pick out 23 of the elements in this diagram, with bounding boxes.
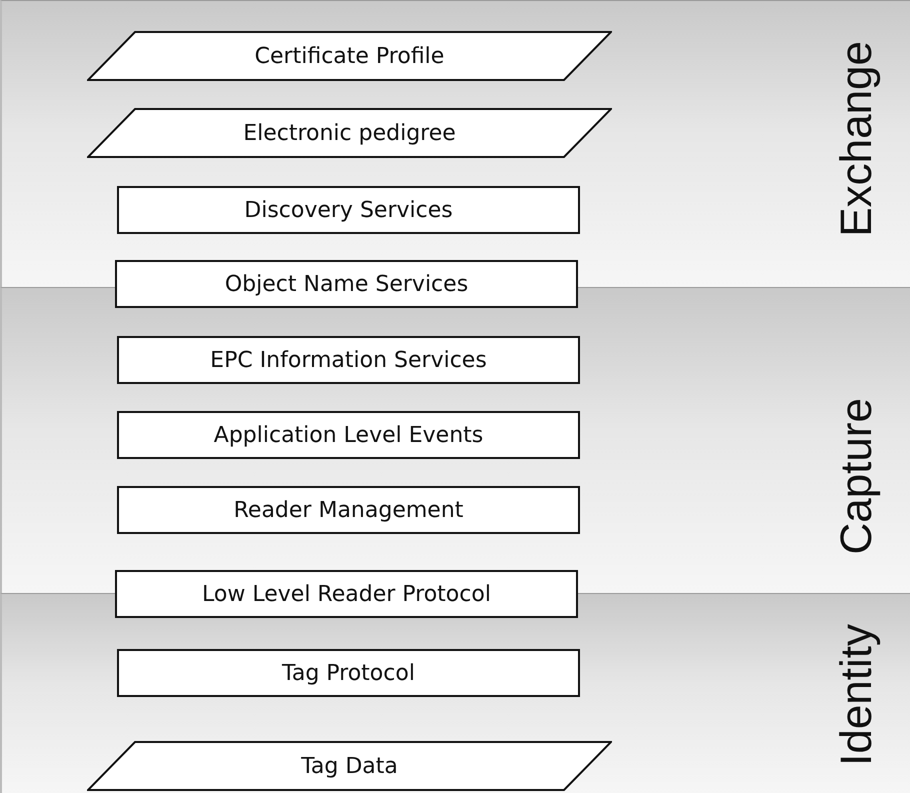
- box-text: Application Level Events: [214, 422, 484, 448]
- parallelogram-box: [87, 741, 612, 791]
- box-text: Low Level Reader Protocol: [202, 582, 491, 606]
- layer-box: [117, 186, 580, 234]
- box-text: Electronic pedigree: [243, 120, 456, 146]
- layer-label: Capture: [832, 398, 882, 555]
- layer-box: [117, 649, 580, 697]
- layer-label: Identity: [832, 624, 882, 766]
- box-text: Tag Data: [301, 754, 398, 778]
- parallelogram-box: [87, 31, 612, 81]
- layer-box: [117, 336, 580, 384]
- box-text: EPC Information Services: [210, 348, 487, 372]
- box-text: Discovery Services: [244, 198, 453, 222]
- layer-label: Exchange: [832, 41, 882, 237]
- box-text: Certificate Profile: [254, 44, 444, 68]
- layer-box: [117, 486, 580, 534]
- box-text: Tag Protocol: [282, 660, 415, 686]
- box-text: Object Name Services: [224, 272, 468, 296]
- layer-box: [117, 411, 580, 459]
- box-text: Reader Management: [234, 498, 464, 522]
- layer-box: [115, 570, 578, 618]
- layer-box: [115, 260, 578, 308]
- parallelogram-box: [87, 108, 612, 158]
